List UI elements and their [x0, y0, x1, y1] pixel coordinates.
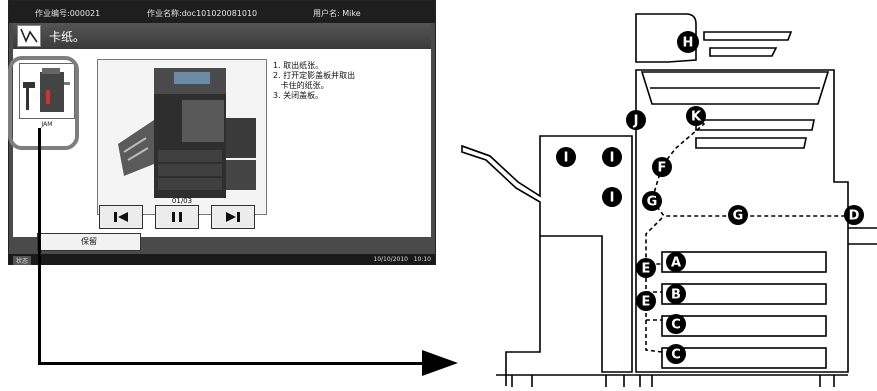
first-page-button[interactable] [99, 205, 143, 229]
diagram-label-k: K [691, 110, 702, 125]
thumbnail-highlight [8, 56, 79, 150]
page-title: 卡纸。 [49, 30, 86, 44]
job-number: 作业编号:000021 [35, 9, 101, 18]
skip-forward-icon [226, 212, 240, 222]
diagram-label-f: F [658, 161, 667, 176]
page-indicator: 01/03 [171, 197, 193, 205]
pause-icon [172, 212, 182, 222]
diagram-label-a: A [671, 256, 681, 271]
title-bar: 卡纸。 [13, 23, 431, 49]
instruction-line: 3. 关闭盖板。 [273, 91, 324, 100]
diagram-label-i: I [610, 191, 615, 206]
skip-back-icon [114, 212, 128, 222]
diagram-labels: H J K F G G D I I I A B C C E E [556, 31, 864, 364]
date-time: 10/10/2010 10:10 [373, 256, 431, 263]
diagram-label-d: D [849, 209, 860, 224]
diagram-label-c: C [671, 348, 681, 363]
machine-diagram: H J K F G G D I I I A B C C E E [456, 0, 877, 387]
callout-line-horizontal [38, 362, 426, 365]
diagram-label-c: C [671, 318, 681, 333]
jam-illustration [97, 59, 267, 215]
next-page-button[interactable] [211, 205, 255, 229]
jam-location-thumbnail[interactable] [19, 63, 75, 119]
user-name: 用户名: Mike [313, 9, 361, 18]
job-name: 作业名称:doc101020081010 [147, 9, 258, 18]
callout-line-vertical [38, 128, 41, 365]
diagram-label-j: J [633, 114, 639, 129]
panel-header: 作业编号:000021 作业名称:doc101020081010 用户名: Mi… [9, 1, 435, 23]
instruction-line: 2. 打开定影盖板并取出 [273, 71, 356, 80]
diagram-label-b: B [671, 288, 681, 303]
diagram-label-e: E [642, 262, 651, 277]
hold-button[interactable]: 保留 [37, 233, 141, 251]
diagram-label-g: G [647, 195, 658, 210]
instruction-text: 1. 取出纸张。 2. 打开定影盖板并取出 卡住的纸张。 3. 关闭盖板。 [273, 61, 355, 101]
diagram-label-e: E [642, 295, 651, 310]
diagram-label-i: I [564, 151, 569, 166]
instruction-line: 卡住的纸张。 [273, 81, 329, 90]
diagram-label-g: G [733, 209, 744, 224]
operation-panel: 作业编号:000021 作业名称:doc101020081010 用户名: Mi… [8, 0, 436, 265]
instruction-line: 1. 取出纸张。 [273, 61, 324, 70]
diagram-label-h: H [683, 36, 694, 51]
diagram-label-i: I [610, 151, 615, 166]
panel-screen: 卡纸。 JAM [13, 23, 431, 237]
thumbnail-label: JAM [41, 121, 53, 128]
status-label[interactable]: 状态 [13, 256, 32, 265]
status-bar: 状态 10/10/2010 10:10 [9, 254, 435, 265]
callout-arrow-head [422, 350, 458, 376]
paper-jam-icon [17, 25, 41, 47]
pause-button[interactable] [155, 205, 199, 229]
